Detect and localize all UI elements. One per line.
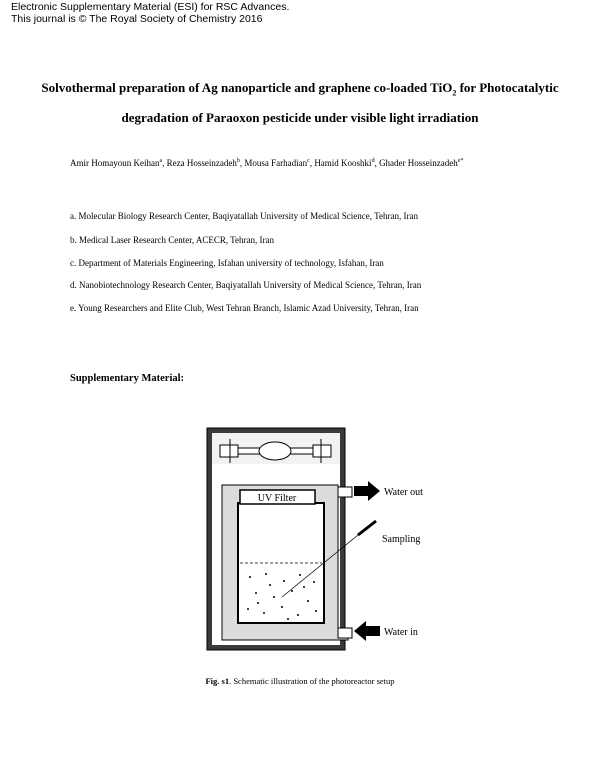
affiliation-d: d. Nanobiotechnology Research Center, Ba… bbox=[70, 280, 422, 290]
catalyst-particles bbox=[247, 573, 317, 620]
section-heading: Supplementary Material: bbox=[70, 373, 185, 384]
esi-header-line2: This journal is © The Royal Society of C… bbox=[11, 13, 263, 25]
paper-title: Solvothermal preparation of Ag nanoparti… bbox=[40, 76, 560, 130]
photoreactor-figure: UV Filter Water out Sampling Water in bbox=[200, 425, 460, 660]
lamp-icon bbox=[219, 439, 332, 463]
author-list: Amir Homayoun Keihana, Reza Hosseinzadeh… bbox=[70, 155, 530, 170]
caption-text: . Schematic illustration of the photorea… bbox=[229, 676, 395, 686]
affiliation-c: c. Department of Materials Engineering, … bbox=[70, 258, 384, 268]
water-in-label: Water in bbox=[384, 627, 418, 638]
affiliation-b: b. Medical Laser Research Center, ACECR,… bbox=[70, 235, 275, 245]
author: Reza Hosseinzadehb, bbox=[166, 158, 245, 168]
caption-label: Fig. s1 bbox=[205, 676, 230, 686]
affiliation-a: a. Molecular Biology Research Center, Ba… bbox=[70, 211, 418, 221]
author: Hamid Kooshkid, bbox=[314, 158, 380, 168]
author: Mousa Farhadianc, bbox=[244, 158, 315, 168]
uv-filter-label: UV Filter bbox=[258, 493, 297, 504]
affiliation-e: e. Young Researchers and Elite Club, Wes… bbox=[70, 303, 419, 313]
water-outlet-tube bbox=[337, 486, 353, 498]
water-out-arrow-icon bbox=[354, 481, 380, 501]
figure-caption: Fig. s1. Schematic illustration of the p… bbox=[0, 676, 600, 686]
title-text-2: for Photocatalytic degradation of Paraox… bbox=[121, 80, 559, 125]
uv-filter bbox=[239, 489, 316, 505]
water-inlet-tube bbox=[337, 627, 353, 639]
title-text-1: Solvothermal preparation of Ag nanoparti… bbox=[41, 80, 453, 95]
water-in-arrow-icon bbox=[354, 621, 380, 641]
water-out-label: Water out bbox=[384, 487, 423, 498]
syringe-icon bbox=[281, 519, 377, 598]
title-subscript: 2 bbox=[452, 88, 457, 98]
author: Ghader Hosseinzadehe* bbox=[379, 158, 464, 168]
esi-header-line1: Electronic Supplementary Material (ESI) … bbox=[11, 1, 290, 13]
author: Amir Homayoun Keihana, bbox=[70, 158, 167, 168]
esi-header: Electronic Supplementary Material (ESI) … bbox=[11, 1, 289, 25]
photoreactor-diagram: UV Filter Water out Sampling Water in bbox=[206, 427, 423, 651]
sampling-label: Sampling bbox=[382, 534, 420, 545]
